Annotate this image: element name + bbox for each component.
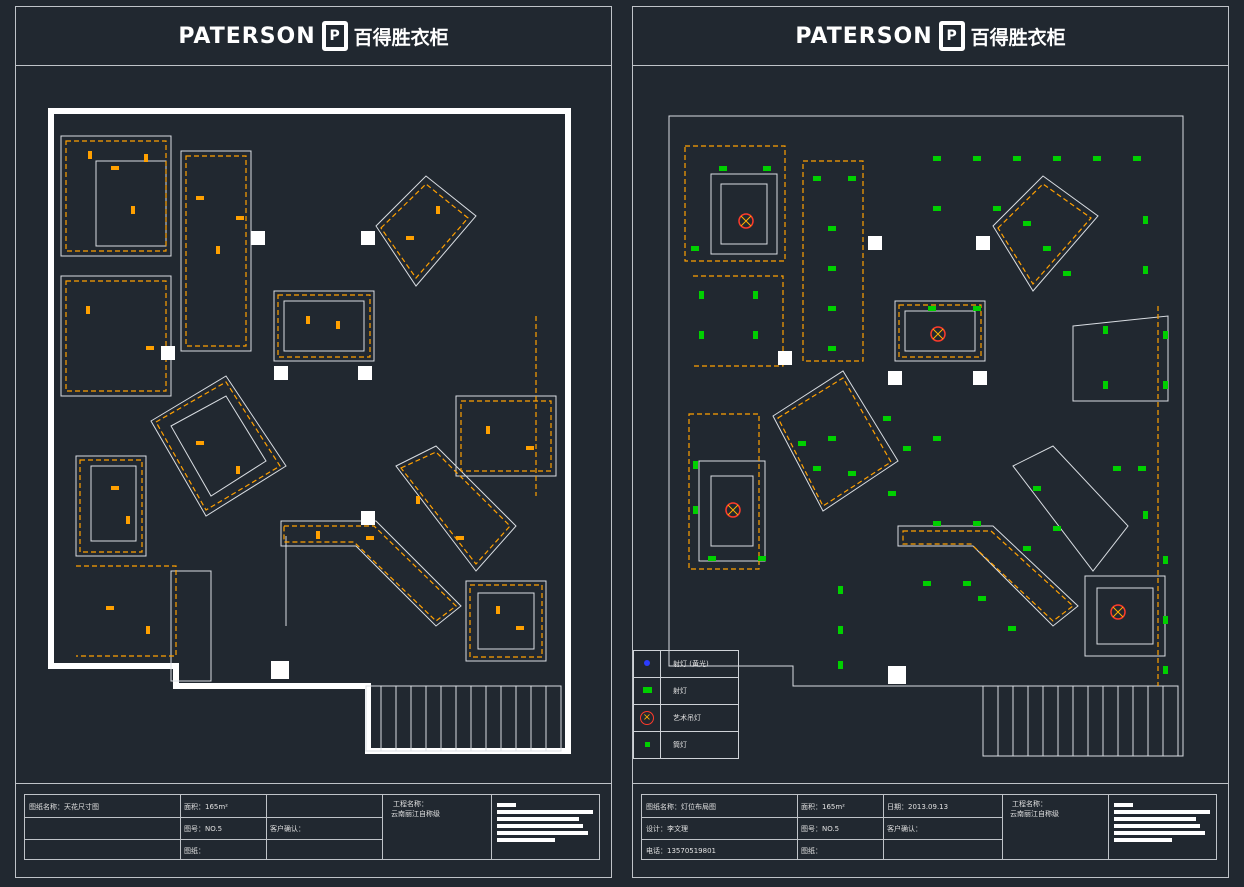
project-name-label: 工程名称： <box>393 800 428 808</box>
spotlight-yellow-icon <box>644 660 650 666</box>
legend-row: 射灯 <box>633 677 739 705</box>
legend-row: 射灯 (黄光) <box>633 650 739 678</box>
legend-label: 射灯 (黄光) <box>660 650 739 678</box>
stamp-text-block <box>497 803 593 845</box>
sheet-header: PATERSON P 百得胜衣柜 <box>633 7 1228 66</box>
drawing-name: 图纸名称：灯位布局图 <box>646 803 716 811</box>
project-name-label: 工程名称： <box>1012 800 1047 808</box>
legend-row: × 艺术吊灯 <box>633 704 739 732</box>
legend-row: 筒灯 <box>633 731 739 759</box>
brand-wordmark: PATERSON <box>178 23 316 49</box>
legend-label: 艺术吊灯 <box>660 704 739 732</box>
phone: 电话：13570519801 <box>646 847 716 855</box>
downlight-icon <box>644 742 650 747</box>
area-value: 面积：165m² <box>801 803 845 811</box>
sheet-ceiling-dimensions: PATERSON P 百得胜衣柜 <box>15 6 612 878</box>
drawing-name: 图纸名称：天花尺寸图 <box>29 803 99 811</box>
legend-label: 射灯 <box>660 677 739 705</box>
sheet-lighting-layout: PATERSON P 百得胜衣柜 <box>632 6 1229 878</box>
legend-symbol <box>633 731 661 759</box>
spotlight-icon <box>642 687 652 693</box>
designer: 设计：李文理 <box>646 825 688 833</box>
stamp-text-block <box>1114 803 1210 845</box>
client-confirm: 客户确认： <box>887 825 922 833</box>
lighting-plan-drawing <box>668 115 1184 757</box>
brand-logo-icon: P <box>938 21 965 51</box>
ceiling-plan-drawing <box>48 108 571 754</box>
title-block: 图纸名称：天花尺寸图 面积：165m² 图号：NO.5 客户确认： 图纸： 工程… <box>16 783 611 880</box>
area-value: 面积：165m² <box>184 803 228 811</box>
project-name: 云南丽江自称级 <box>1010 810 1059 818</box>
legend-symbol <box>633 650 661 678</box>
brand-logo-icon: P <box>321 21 348 51</box>
sheet-header: PATERSON P 百得胜衣柜 <box>16 7 611 66</box>
legend-label: 筒灯 <box>660 731 739 759</box>
title-block: 图纸名称：灯位布局图 面积：165m² 日期：2013.09.13 设计：李文理… <box>633 783 1228 880</box>
sheet-number: 图号：NO.5 <box>184 825 223 833</box>
client-confirm: 客户确认： <box>270 825 305 833</box>
brand-chinese-name: 百得胜衣柜 <box>970 26 1066 49</box>
project-name: 云南丽江自称级 <box>391 810 440 818</box>
scale-label: 图纸： <box>801 847 822 855</box>
lighting-legend: 射灯 (黄光) 射灯 × 艺术吊灯 筒灯 <box>633 650 739 759</box>
date-value: 日期：2013.09.13 <box>887 803 949 811</box>
scale-label: 图纸： <box>184 847 205 855</box>
sheet-number: 图号：NO.5 <box>801 825 840 833</box>
pendant-light-icon: × <box>640 711 654 725</box>
brand-wordmark: PATERSON <box>795 23 933 49</box>
legend-symbol: × <box>633 704 661 732</box>
legend-symbol <box>633 677 661 705</box>
brand-chinese-name: 百得胜衣柜 <box>353 26 449 49</box>
